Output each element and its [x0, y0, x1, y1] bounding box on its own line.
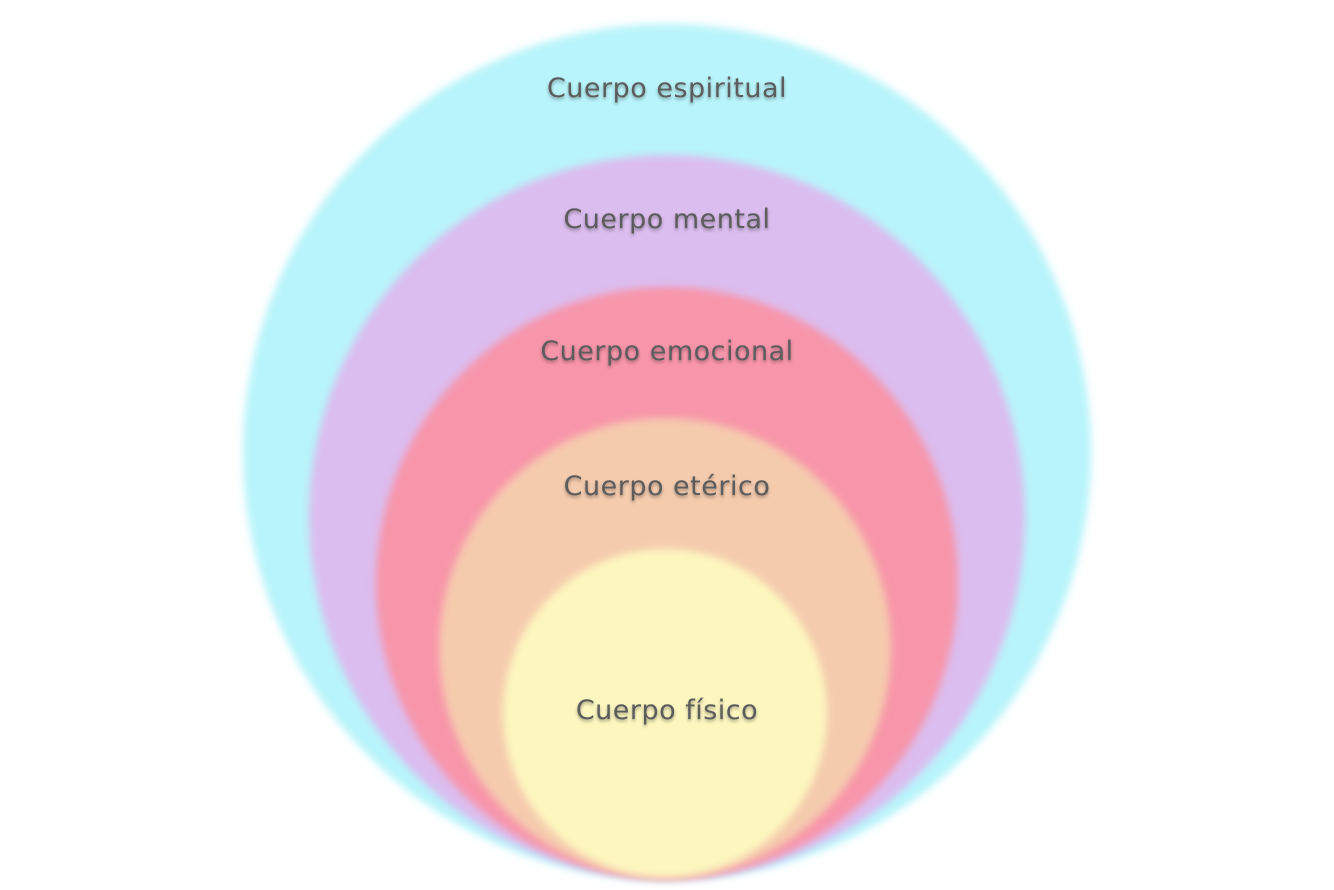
- layer-eterico-label: Cuerpo etérico: [564, 471, 771, 502]
- layer-mental-label: Cuerpo mental: [563, 204, 770, 235]
- layer-fisico-ellipse: [503, 549, 827, 877]
- layer-emocional-label: Cuerpo emocional: [540, 336, 793, 367]
- layer-espiritual-label: Cuerpo espiritual: [547, 73, 787, 104]
- layer-fisico-label: Cuerpo físico: [576, 695, 758, 726]
